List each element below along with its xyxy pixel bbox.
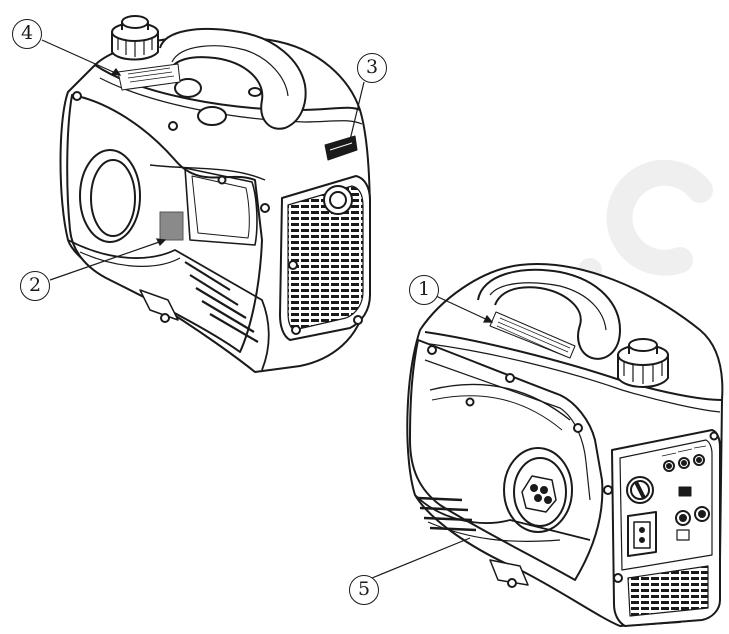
generator-rear-view (59, 15, 371, 373)
rating-label-patch (159, 211, 184, 241)
arrow-icon (155, 238, 167, 247)
callout-1: 1 (409, 275, 439, 305)
callout-5: 5 (349, 575, 379, 605)
arrow-icon (483, 314, 494, 323)
leader-line-3 (349, 81, 365, 141)
arrow-icon (110, 67, 122, 76)
callout-3: 3 (357, 53, 387, 83)
callout-2: 2 (20, 271, 50, 301)
leader-line-2 (49, 239, 166, 281)
fuel-cap-icon (617, 338, 669, 388)
leader-line-4 (41, 39, 121, 76)
leader-line-1 (435, 295, 493, 323)
control-panel (626, 445, 710, 557)
fuel-cap-icon (111, 15, 159, 61)
callout-4: 4 (12, 19, 42, 49)
leader-lines (41, 39, 493, 579)
dc-socket-icon (521, 475, 557, 513)
leader-line-5 (371, 537, 471, 579)
generator-front-view (406, 263, 724, 627)
